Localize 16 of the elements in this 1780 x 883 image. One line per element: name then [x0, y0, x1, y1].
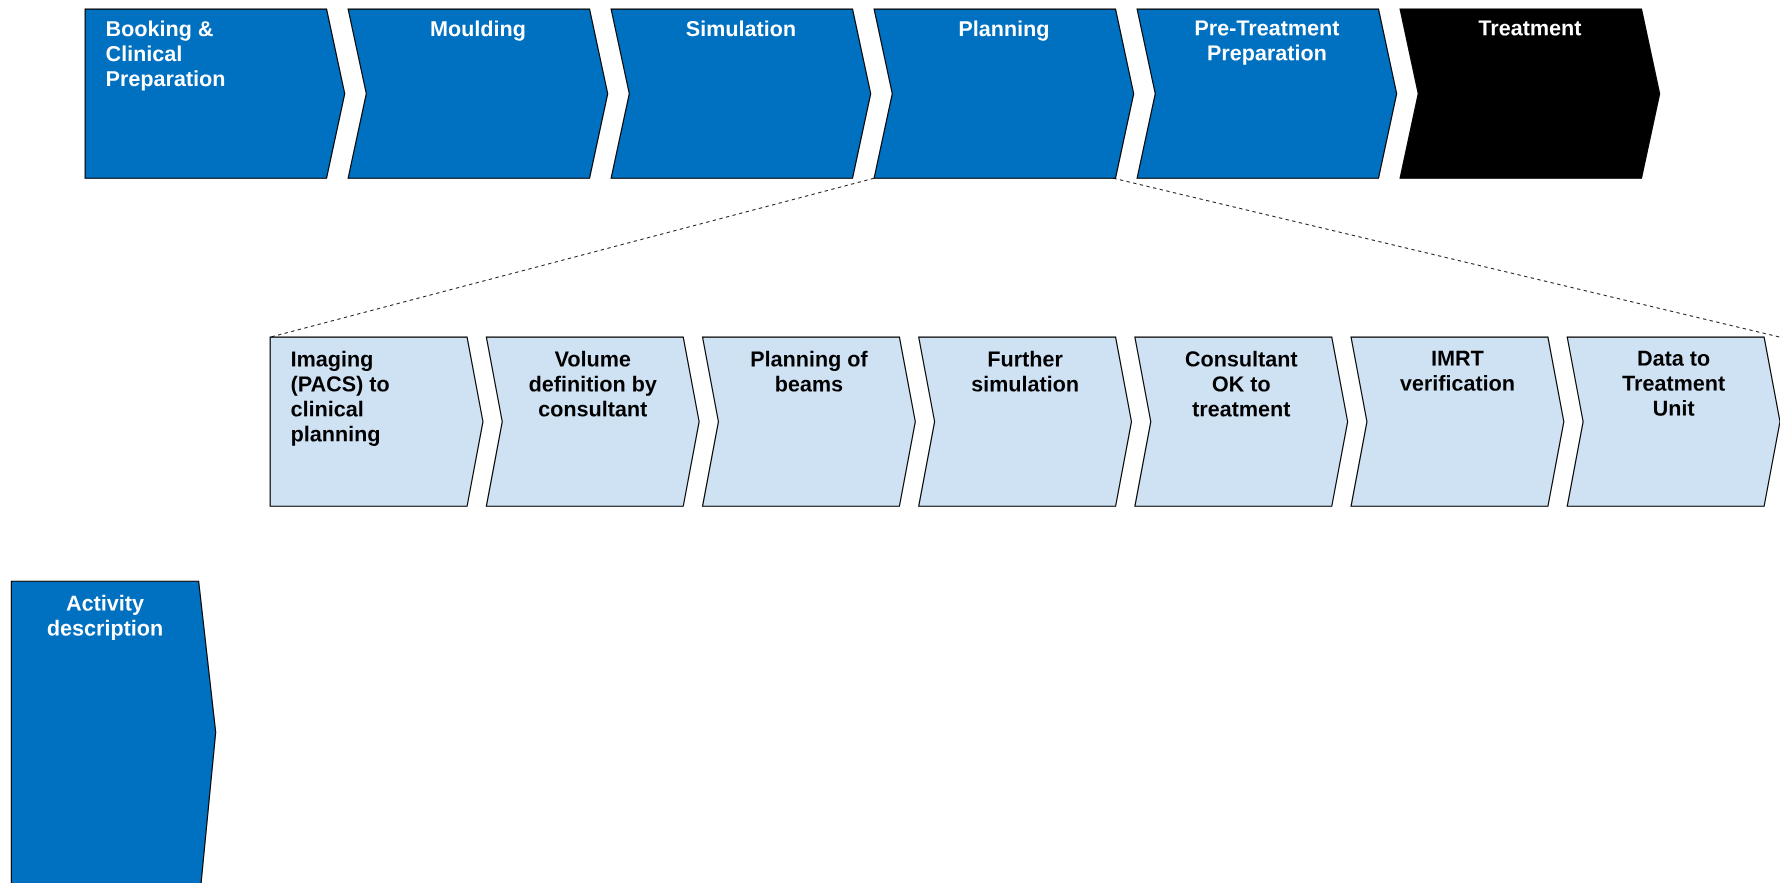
process-stage: Treatment	[1399, 8, 1661, 179]
zoom-line	[269, 177, 875, 338]
process-stage: Planning	[873, 8, 1135, 179]
process-stage: Pre-Treatment Preparation	[1136, 8, 1398, 179]
planning-step: IMRT verification	[1350, 336, 1565, 507]
zoom-line	[1112, 177, 1780, 338]
process-stage: Booking & Clinical Preparation	[84, 8, 346, 179]
planning-step: Planning of beams	[701, 336, 916, 507]
planning-step: Volume definition by consultant	[485, 336, 700, 507]
process-stage: Moulding	[347, 8, 609, 179]
planning-step: Imaging (PACS) to clinical planning	[269, 336, 484, 507]
planning-step: Further simulation	[918, 336, 1133, 507]
planning-step: Consultant OK to treatment	[1134, 336, 1349, 507]
process-stage: Simulation	[610, 8, 872, 179]
planning-step: Data to Treatment Unit	[1566, 336, 1780, 507]
process-stage: Activity description	[10, 580, 217, 883]
